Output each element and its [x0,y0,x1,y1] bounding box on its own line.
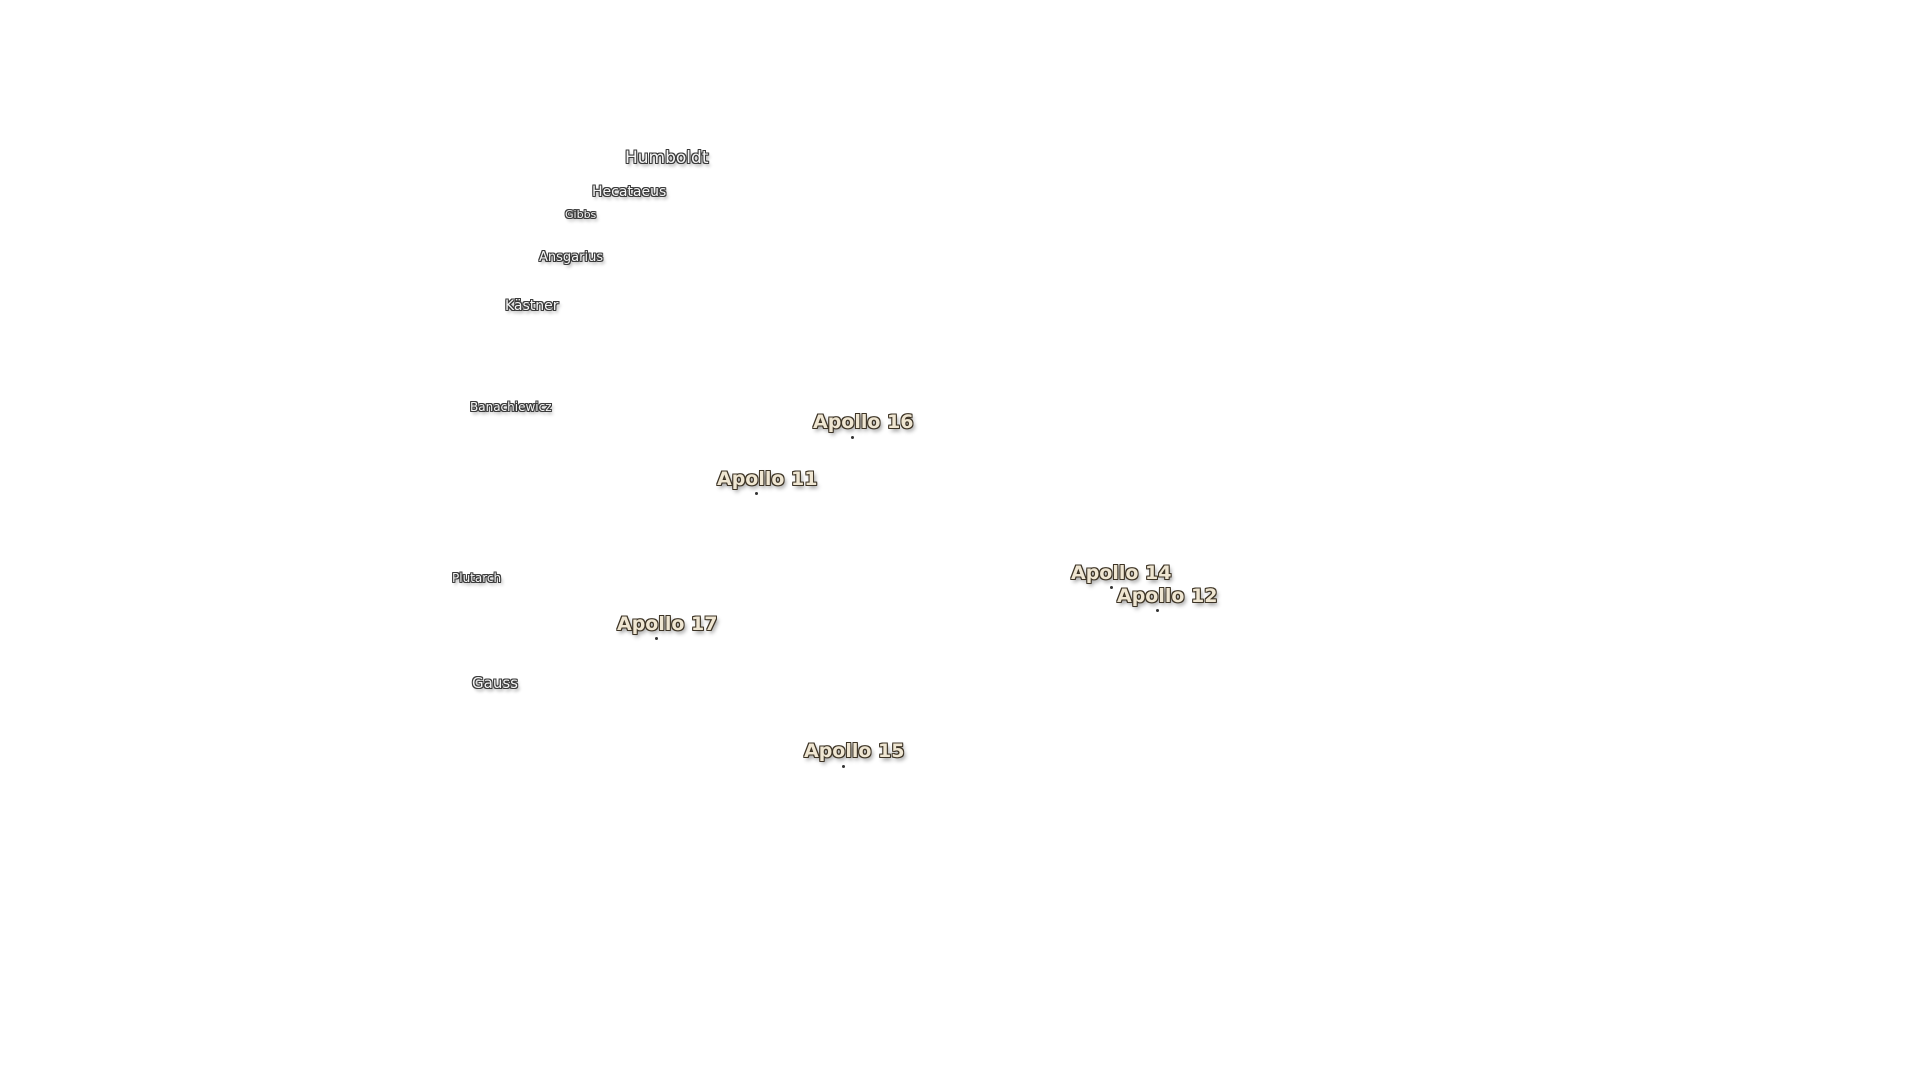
landing-site-label-apollo-15[interactable]: Apollo 15 [804,742,905,761]
crater-label-text: Gibbs [565,208,597,221]
crater-label-text: Ansgarius [539,250,604,265]
crater-label-gibbs[interactable]: Gibbs [565,209,596,220]
landing-site-label-text: Apollo 17 [617,613,718,635]
landing-site-marker-apollo-12[interactable] [1156,609,1159,612]
landing-site-label-text: Apollo 15 [804,740,905,762]
crater-label-text: Hecataeus [592,184,667,200]
landing-site-label-apollo-11[interactable]: Apollo 11 [717,470,818,489]
landing-site-marker-apollo-17[interactable] [655,637,658,640]
landing-site-marker-apollo-14[interactable] [1110,586,1113,589]
crater-label-text: Plutarch [452,571,502,585]
landing-site-label-text: Apollo 12 [1117,585,1218,607]
crater-label-text: Gauss [472,674,518,692]
crater-label-kastner[interactable]: Kästner [505,299,559,313]
crater-label-hecataeus[interactable]: Hecataeus [592,185,666,199]
crater-label-ansgarius[interactable]: Ansgarius [539,251,603,264]
landing-site-label-text: Apollo 11 [717,468,818,490]
landing-site-marker-apollo-16[interactable] [851,436,854,439]
crater-label-banachiewicz[interactable]: Banachiewicz [470,401,552,413]
crater-label-text: Banachiewicz [470,400,552,414]
landing-site-label-text: Apollo 14 [1071,562,1172,584]
landing-site-label-apollo-16[interactable]: Apollo 16 [813,413,914,432]
landing-site-label-apollo-17[interactable]: Apollo 17 [617,615,718,634]
crater-label-humboldt[interactable]: Humboldt [625,150,709,167]
landing-site-label-apollo-12[interactable]: Apollo 12 [1117,587,1218,606]
landing-site-label-text: Apollo 16 [813,411,914,433]
landing-site-marker-apollo-15[interactable] [842,765,845,768]
crater-label-text: Kästner [505,298,559,314]
crater-label-gauss[interactable]: Gauss [472,676,518,691]
crater-label-text: Humboldt [625,148,709,168]
landing-site-marker-apollo-11[interactable] [755,492,758,495]
crater-label-plutarch[interactable]: Plutarch [452,572,501,584]
landing-site-label-apollo-14[interactable]: Apollo 14 [1071,564,1172,583]
